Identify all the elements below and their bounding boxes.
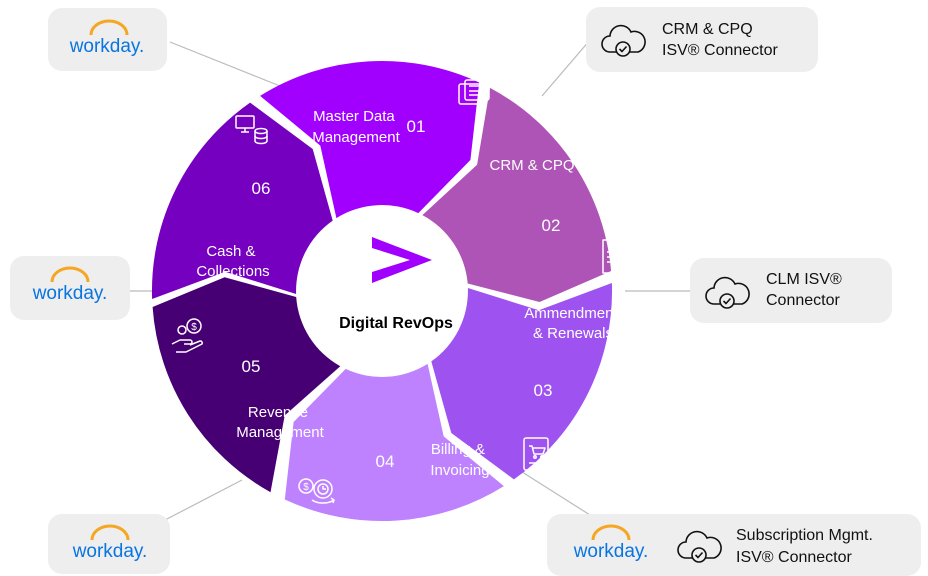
svg-text:$: $: [303, 482, 309, 493]
segment-02-number: 02: [542, 216, 561, 235]
connector-line-05: [164, 479, 243, 521]
dollar-gear-clock-icon: $: [298, 478, 335, 504]
workday-logo-text: workday.: [72, 541, 148, 562]
segment-01-number: 01: [407, 117, 426, 136]
segment-04: [422, 87, 612, 303]
workday-callout-bottom-left: workday.: [48, 514, 170, 574]
segment-01-line-1: Master Data: [313, 108, 395, 125]
subscription-connector-callout: workday. Subscription Mgmt. ISV® Connect…: [547, 514, 921, 576]
segment-06: [284, 363, 504, 522]
segment-01-label: Master Data Management: [312, 108, 400, 146]
clm-connector-line-2: Connector: [766, 292, 840, 309]
workday-arc-icon: [90, 524, 130, 541]
connector-line-01: [169, 41, 281, 87]
clm-connector-line-1: CLM ISV®: [766, 271, 842, 288]
workday-callout-left: workday.: [10, 256, 130, 320]
segment-02-line-1: CRM & CPQ: [489, 157, 574, 174]
segment-03: [260, 60, 480, 219]
workday-callout-top-left: workday.: [48, 8, 167, 71]
clm-connector-callout: CLM ISV® Connector: [690, 258, 892, 323]
segment-04-line-2: Invoicing: [430, 462, 489, 479]
crm-connector-line-1: CRM & CPQ: [662, 21, 753, 38]
segment-icons: $ $: [171, 79, 632, 504]
segment-02: [151, 102, 333, 299]
svg-text:$: $: [191, 322, 197, 333]
document-check-icon: [602, 239, 632, 274]
workday-logo-text: workday.: [69, 36, 145, 57]
workday-arc-icon: [50, 266, 90, 283]
segment-05-label: Revenue Management: [236, 404, 324, 441]
crm-connector-line-2: ISV® Connector: [662, 42, 779, 59]
subscription-connector-line-1: Subscription Mgmt.: [736, 527, 873, 544]
clm-connector-text: CLM ISV® Connector: [766, 271, 846, 309]
segment-05: [431, 283, 613, 480]
segment-03-line-1: Ammendment: [524, 305, 618, 322]
invoice-cart-icon: [523, 437, 549, 471]
cloud-check-icon: [601, 24, 646, 57]
subscription-connector-line-2: ISV® Connector: [736, 549, 853, 566]
hand-money-icon: $: [171, 318, 204, 353]
segment-06-label: Cash & Collections: [196, 243, 269, 280]
segment-06-line-1: Cash &: [206, 243, 255, 260]
center-hub: Digital RevOps: [297, 206, 467, 376]
segment-05-number: 05: [242, 357, 261, 376]
segment-04-number: 04: [376, 452, 395, 471]
workday-logo-text: workday.: [573, 541, 649, 562]
workday-logo-text: workday.: [32, 283, 108, 304]
connector-line-02: [541, 39, 591, 97]
center-label: Digital RevOps: [339, 315, 453, 332]
segment-04-label: Billing & Invoicing: [430, 441, 489, 479]
segment-labels: Master Data Management 01 CRM & CPQ 02 A…: [196, 108, 622, 479]
segment-04-line-1: Billing &: [431, 441, 485, 458]
cloud-check-icon: [705, 276, 750, 309]
segment-02-label: CRM & CPQ: [489, 157, 574, 174]
accenture-chevron-logo: [372, 237, 432, 283]
cloud-check-icon: [677, 530, 722, 563]
segment-01-line-2: Management: [312, 129, 400, 146]
segment-06-number: 06: [252, 179, 271, 198]
computer-database-icon: [235, 115, 268, 145]
crm-cpq-connector-callout: CRM & CPQ ISV® Connector: [586, 7, 818, 72]
documents-icon: [458, 79, 490, 105]
crm-connector-text: CRM & CPQ ISV® Connector: [662, 21, 779, 59]
segment-06-line-2: Collections: [196, 263, 269, 280]
segment-03-line-2: & Renewals: [533, 325, 613, 342]
segment-05-line-2: Management: [236, 424, 324, 441]
workday-arc-icon: [89, 19, 129, 36]
segment-03-number: 03: [534, 381, 553, 400]
workday-arc-icon: [591, 524, 631, 541]
segment-03-label: Ammendment & Renewals: [524, 305, 622, 342]
segment-05-line-1: Revenue: [248, 404, 308, 421]
subscription-connector-text: Subscription Mgmt. ISV® Connector: [736, 527, 877, 566]
